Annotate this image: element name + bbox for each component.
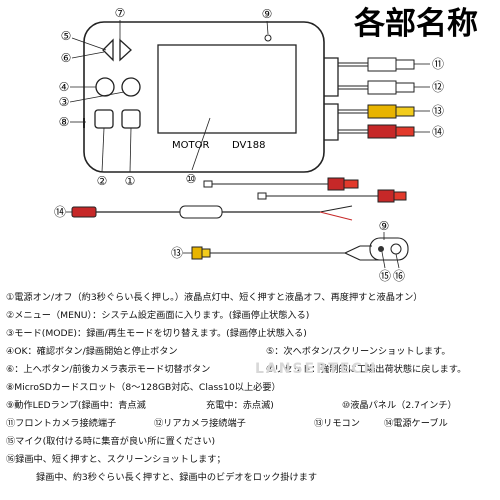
callout-15: ⑮ xyxy=(379,269,391,283)
legend-item-12: ⑫リアカメラ接続端子 xyxy=(154,418,246,429)
legend-item-13: ⑬リモコン xyxy=(314,418,360,429)
leader-lines xyxy=(66,20,430,269)
legend-item-7: ⑦リセット：強制的に工場出荷状態に戻します。 xyxy=(266,364,467,375)
callout-5: ⑤ xyxy=(61,29,72,43)
legend-item-9: ⑨動作LEDランプ(録画中：青点滅 xyxy=(6,400,146,411)
up-button[interactable] xyxy=(102,38,114,62)
legend-item-5: ⑤：次へボタン/スクリーンショットします。 xyxy=(266,346,451,357)
power-button[interactable] xyxy=(121,109,141,129)
dvr-body: MOTOR DV188 xyxy=(83,21,325,173)
microphone xyxy=(378,246,384,252)
callout-13: ⑬ xyxy=(171,246,183,260)
callout-6: ⑥ xyxy=(61,51,72,65)
legend-item-1: ①電源オン/オフ（約3秒ぐらい長く押し。）液晶点灯中、短く押すと液晶オフ、再度押… xyxy=(6,292,423,303)
legend-item-11: ⑪フロントカメラ接続端子 xyxy=(6,418,117,429)
ok-button[interactable] xyxy=(95,77,115,97)
model-label: DV188 xyxy=(232,140,265,151)
callout-9: ⑨ xyxy=(262,7,273,21)
callout-14: ⑭ xyxy=(54,205,66,219)
legend-item-8: ⑧MicroSDカードスロット（8～128GB対応、Class10以上必要） xyxy=(6,382,281,393)
callout-8: ⑧ xyxy=(59,115,70,129)
legend-item-4: ④OK：確認ボタン/録画開始と停止ボタン xyxy=(6,346,178,357)
page-title: 各部名称 xyxy=(352,4,480,44)
camera-cables xyxy=(203,177,407,203)
callout-9-remote: ⑨ xyxy=(379,219,390,233)
callout-14-top: ⑭ xyxy=(432,125,444,139)
menu-button[interactable] xyxy=(94,109,114,129)
callout-13-top: ⑬ xyxy=(432,104,444,118)
remote-button[interactable] xyxy=(390,243,402,255)
legend-item-15: ⑮マイク(取付ける時に集音が良い所に置ください) xyxy=(6,436,216,447)
callout-1: ① xyxy=(125,174,136,188)
watermark-lower: LANSERTECH xyxy=(255,361,378,377)
remote-power-connectors xyxy=(324,103,415,141)
callout-4: ④ xyxy=(59,80,70,94)
front-rear-connectors xyxy=(324,57,415,97)
callouts: ⑦ ⑤ ⑥ ④ ③ ⑧ ② ① ⑨ ⑩ ⑪ ⑫ ⑬ ⑭ ⑭ ⑬ ⑨ ⑮ ⑯ xyxy=(54,6,444,283)
legend-item-16: ⑯録画中、短く押すと、スクリーンショットします； xyxy=(6,454,226,465)
power-cable xyxy=(71,205,353,221)
led-lamp xyxy=(264,34,272,42)
mode-button[interactable] xyxy=(121,77,141,97)
legend-item-6: ⑥：上へボタン/前後カメラ表示モード切替ボタン xyxy=(6,364,211,375)
legend-item-14: ⑭電源ケーブル xyxy=(384,418,448,429)
legend-item-16b: 録画中、約3秒ぐらい長く押すと、録画中のビデオをロック掛けます xyxy=(36,472,318,483)
callout-3: ③ xyxy=(59,95,70,109)
callout-11: ⑪ xyxy=(432,57,444,71)
brand-label: MOTOR xyxy=(172,140,209,151)
callout-7: ⑦ xyxy=(115,6,126,20)
remote-cable xyxy=(191,237,409,261)
callout-12: ⑫ xyxy=(432,80,444,94)
lcd-panel xyxy=(157,44,297,134)
callout-10: ⑩ xyxy=(186,172,197,186)
callout-2: ② xyxy=(97,174,108,188)
next-button[interactable] xyxy=(119,38,132,62)
legend-item-9b: 充電中：赤点滅) xyxy=(206,400,274,411)
legend-item-10: ⑩液晶パネル（2.7インチ） xyxy=(342,400,457,411)
legend-item-2: ②メニュー（MENU）：システム設定画面に入ります。(録画停止状態入る) xyxy=(6,310,310,321)
remote-unit xyxy=(369,237,409,261)
legend-item-3: ③モード(MODE)：録画/再生モードを切り替えます。(録画停止状態入る) xyxy=(6,328,307,339)
callout-16: ⑯ xyxy=(393,269,405,283)
